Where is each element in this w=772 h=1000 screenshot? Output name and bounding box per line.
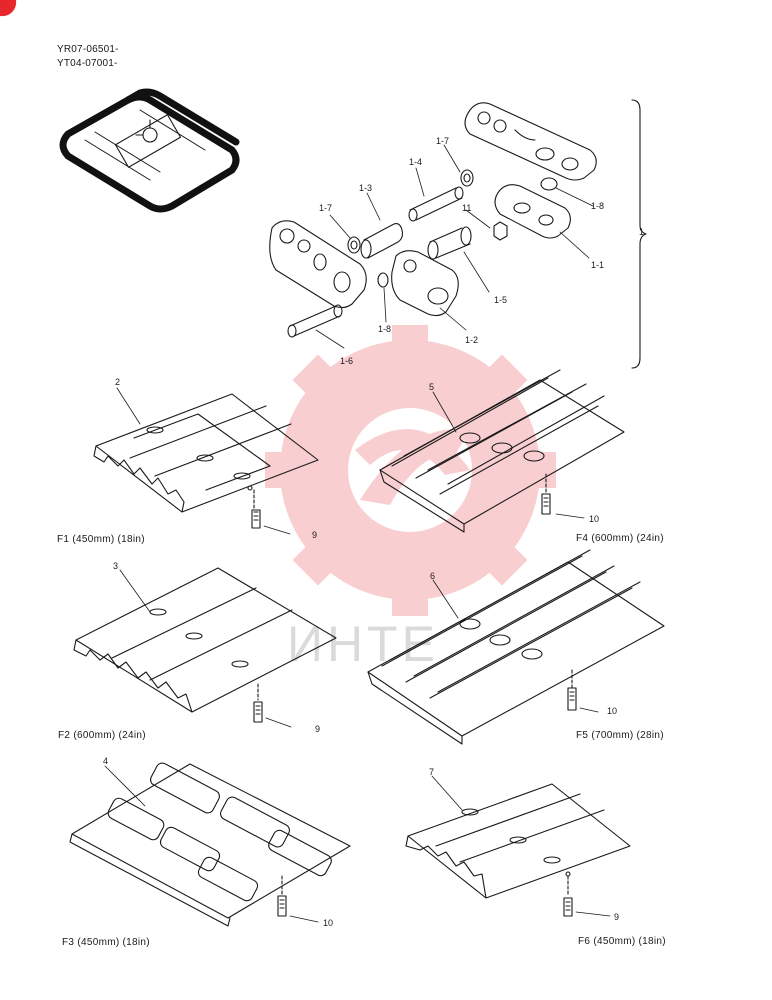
callout-1-8-mid: 1-8 <box>378 324 392 334</box>
model-code-2: YT04-07001- <box>57 58 118 69</box>
shoe-f3-part <box>69 762 351 927</box>
callout-2: 2 <box>115 377 121 387</box>
master-pin-1-6-part <box>287 304 343 338</box>
caption-f3: F3 (450mm) (18in) <box>62 937 150 948</box>
link-1-2-part <box>391 250 459 317</box>
callout-5: 5 <box>429 382 435 392</box>
callout-1-5: 1-5 <box>494 295 508 305</box>
callout-10-f4: 10 <box>589 514 600 524</box>
bushing-1-3-part <box>360 223 404 259</box>
callout-4: 4 <box>103 756 109 766</box>
callout-1-2: 1-2 <box>465 335 479 345</box>
caption-f6: F6 (450mm) (18in) <box>578 936 666 947</box>
pin-1-4-part <box>408 186 464 222</box>
link-1-1-part <box>464 102 597 181</box>
callout-9-f6: 9 <box>614 912 620 922</box>
bushing-1-5-part <box>427 226 472 260</box>
callout-6: 6 <box>430 571 436 581</box>
callout-1-3: 1-3 <box>359 183 373 193</box>
callout-10-f3: 10 <box>323 918 334 928</box>
shoe-f1-part <box>93 393 319 529</box>
callout-1-8-right: 1-8 <box>591 201 605 211</box>
callout-9-f2: 9 <box>315 724 321 734</box>
link-left-part <box>269 220 367 309</box>
shoe-f4-part <box>379 369 625 533</box>
leader-lines <box>104 144 611 923</box>
caption-f2: F2 (600mm) (24in) <box>58 730 146 741</box>
seals-spacers-part <box>347 169 558 288</box>
shoe-f5-part <box>367 549 665 745</box>
callout-1-7-left: 1-7 <box>319 203 333 213</box>
callout-3: 3 <box>113 561 119 571</box>
caption-f4: F4 (600mm) (24in) <box>576 533 664 544</box>
callout-1-6: 1-6 <box>340 356 354 366</box>
link-1-1b-part <box>494 184 571 239</box>
callout-1-1: 1-1 <box>591 260 605 270</box>
callout-9-f1: 9 <box>312 530 318 540</box>
shoe-f6-part <box>405 783 631 917</box>
callout-1-7-top: 1-7 <box>436 136 450 146</box>
callout-1: 1 <box>639 227 645 237</box>
callout-1-4: 1-4 <box>409 157 423 167</box>
corner-badge-icon <box>0 0 17 17</box>
model-code-1: YR07-06501- <box>57 44 119 55</box>
callout-10-f5: 10 <box>607 706 618 716</box>
undercarriage-icon <box>59 88 240 213</box>
assembly-brace <box>631 99 647 369</box>
shoe-f2-part <box>73 567 337 723</box>
caption-f5: F5 (700mm) (28in) <box>576 730 664 741</box>
watermark-text: ИНТЕ <box>287 616 439 672</box>
callout-7: 7 <box>429 767 435 777</box>
caption-f1: F1 (450mm) (18in) <box>57 534 145 545</box>
callout-11: 11 <box>462 203 472 213</box>
